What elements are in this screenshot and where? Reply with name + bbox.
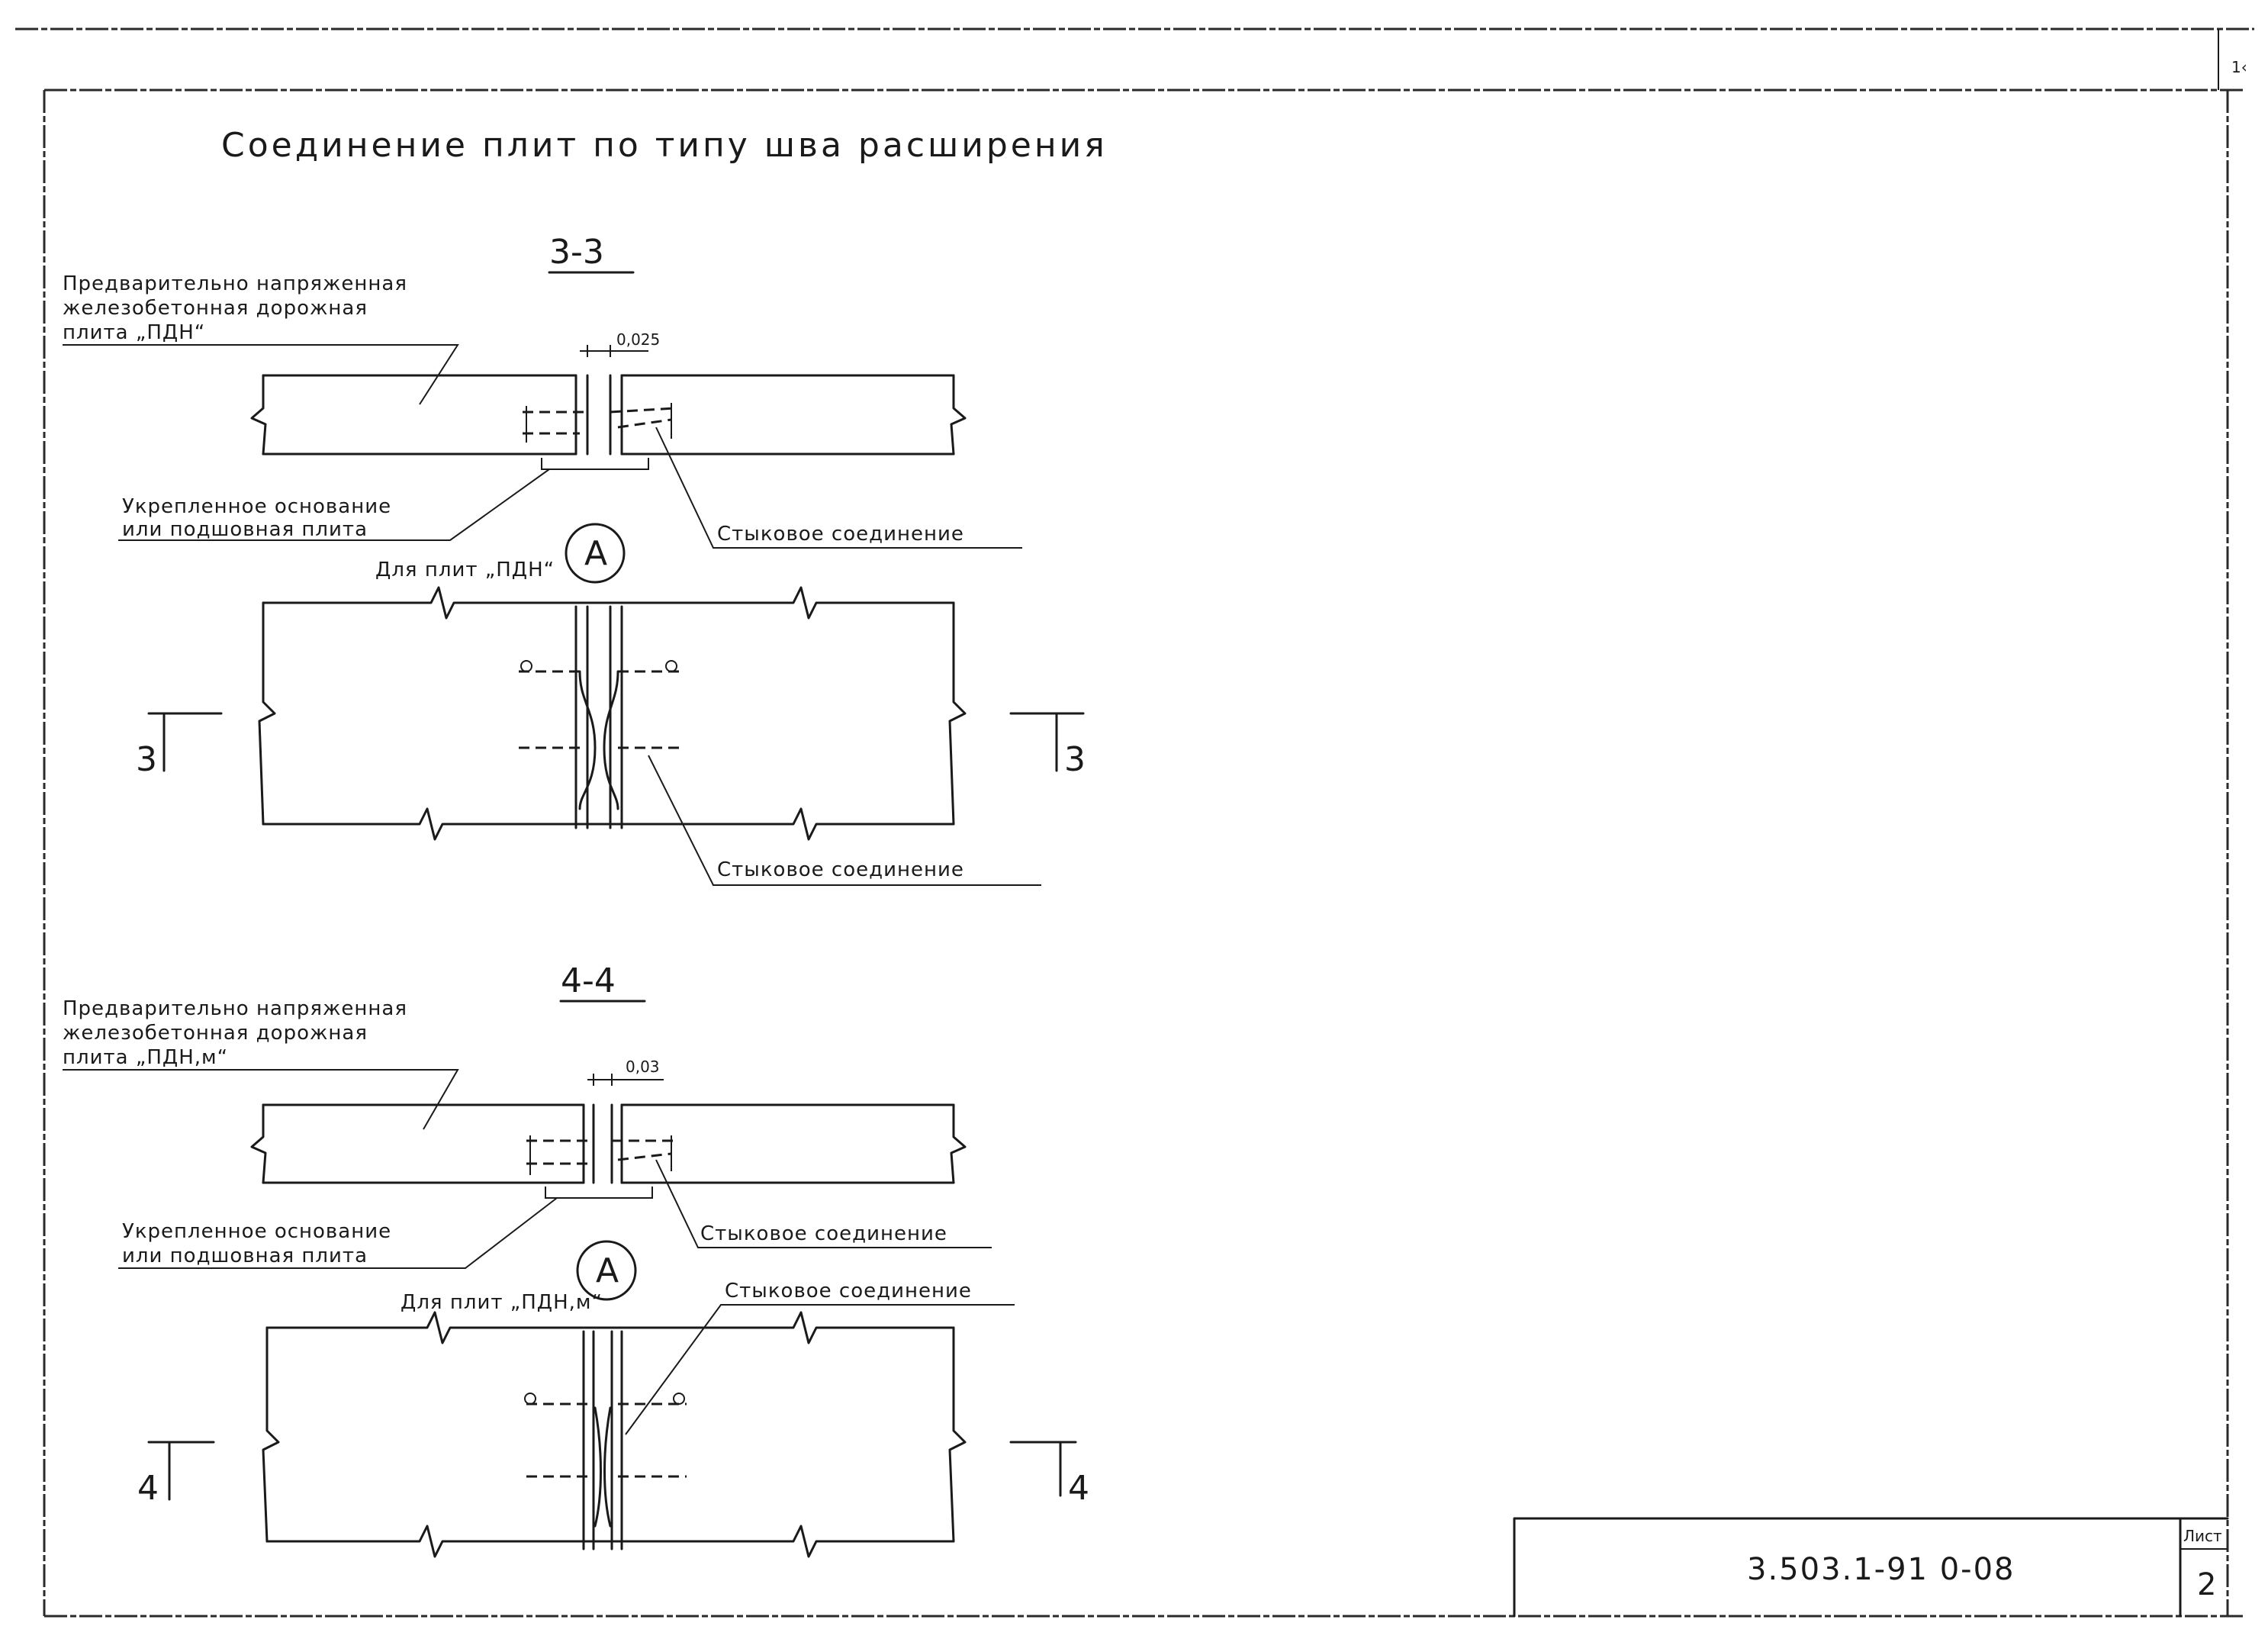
joint-leader-section — [655, 427, 1022, 549]
sheet-number-box: 2 — [2197, 1567, 2218, 1602]
base-label-line-1: Укрепленное основание — [122, 495, 391, 518]
node-marker-circle — [576, 1240, 637, 1301]
node-marker-label: А — [596, 1251, 619, 1290]
cut-mark-left — [147, 1441, 215, 1501]
section-3-3: 3-3 Предварительно напряженная железобет… — [63, 233, 1086, 886]
joint-label-section: Стыковое соединение — [700, 1222, 947, 1245]
section-4-4: 4-4 Предварительно напряженная железобет… — [63, 961, 1089, 1558]
joint-leader-section — [655, 1159, 992, 1248]
base-label-line-1: Укрепленное основание — [122, 1220, 391, 1243]
joint-leader-plan — [625, 1304, 1015, 1435]
cut-label-right: 3 — [1064, 740, 1086, 779]
dimension-line — [580, 345, 648, 357]
joint-leader-plan — [648, 755, 1041, 886]
joint-label-plan: Стыковое соединение — [725, 1280, 972, 1303]
node-marker-circle — [565, 523, 626, 584]
sheet-number: 1‹ — [2231, 58, 2247, 76]
document-code: 3.503.1-91 0-08 — [1747, 1552, 2015, 1587]
cut-mark-left — [147, 712, 223, 772]
slab-section — [250, 1103, 967, 1184]
note-text: Для плит „ПДН,м“ — [401, 1291, 603, 1314]
section-label: 3-3 — [549, 233, 604, 272]
base-plate — [541, 458, 649, 470]
base-label-line-2: или подшовная плита — [122, 518, 368, 541]
drawing-title: Соединение плит по типу шва расширения — [221, 126, 1108, 165]
plate-leader — [63, 344, 459, 405]
plate-label-line-1: Предварительно напряженная — [63, 997, 407, 1020]
cut-mark-right — [1009, 1441, 1077, 1497]
dimension-text: 0,03 — [626, 1058, 660, 1076]
node-marker-label: А — [584, 534, 607, 573]
dimension-line — [587, 1074, 664, 1086]
section-label: 4-4 — [561, 961, 616, 1000]
slab-plan — [262, 1311, 967, 1558]
base-leader — [118, 469, 550, 541]
sheet-label: Лист — [2183, 1527, 2222, 1545]
plate-label-line-1: Предварительно напряженная — [63, 272, 407, 295]
cut-label-left: 3 — [136, 740, 157, 779]
joint-label-section: Стыковое соединение — [717, 523, 964, 546]
dimension-text: 0,025 — [616, 330, 660, 349]
base-plate — [545, 1187, 653, 1199]
plate-label-line-3: плита „ПДН“ — [63, 321, 205, 344]
base-label-line-2: или подшовная плита — [122, 1245, 368, 1267]
plate-leader — [63, 1069, 459, 1130]
sheet-frame — [15, 27, 2254, 1618]
cut-label-right: 4 — [1068, 1469, 1089, 1508]
plate-label-line-3: плита „ПДН,м“ — [63, 1046, 228, 1069]
cut-label-left: 4 — [137, 1469, 159, 1508]
joint-label-plan: Стыковое соединение — [717, 858, 964, 881]
plate-label-line-2: железобетонная дорожная — [63, 1022, 368, 1045]
title-block — [1513, 1517, 2229, 1618]
base-leader — [118, 1197, 558, 1269]
slab-plan — [258, 586, 967, 841]
slab-section — [250, 374, 967, 456]
note-text: Для плит „ПДН“ — [375, 559, 555, 581]
cut-mark-right — [1009, 712, 1085, 772]
plate-label-line-2: железобетонная дорожная — [63, 297, 368, 320]
